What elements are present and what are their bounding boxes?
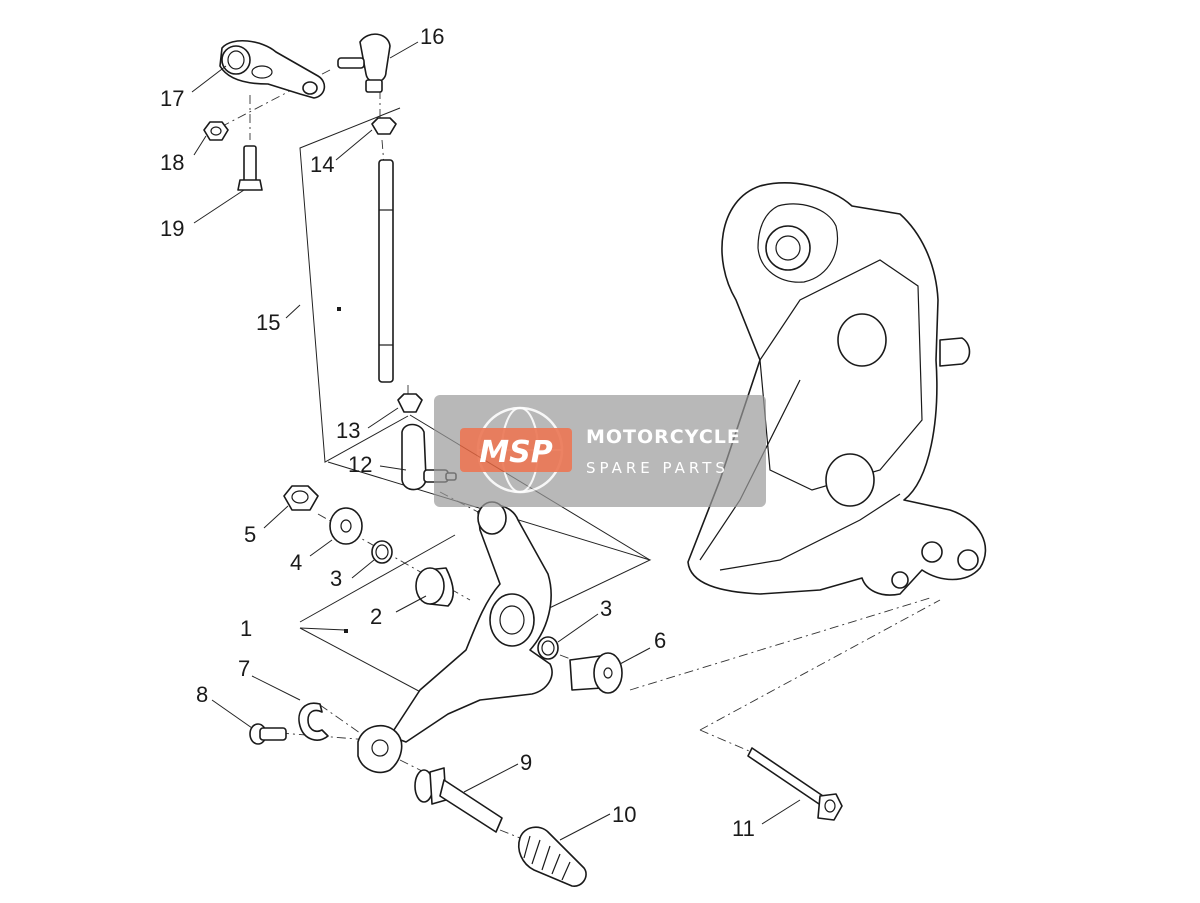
- part-16-ball-joint: [337, 33, 391, 93]
- callout-6: 6: [654, 628, 666, 653]
- part-4-washer: [329, 507, 363, 545]
- part-11-long-bolt: [747, 747, 843, 821]
- callout-13: 13: [336, 418, 360, 443]
- part-5-nut: [283, 485, 319, 511]
- part-3-circlip-lower: [537, 636, 559, 660]
- callout-9: 9: [520, 750, 532, 775]
- callout-2: 2: [370, 604, 382, 629]
- part-13-nut: [397, 393, 423, 413]
- footrest-bracket: [687, 182, 987, 596]
- callout-18: 18: [160, 150, 184, 175]
- part-1-gear-lever: [357, 501, 553, 774]
- callout-8: 8: [196, 682, 208, 707]
- watermark: [434, 395, 766, 507]
- callout-16: 16: [420, 24, 444, 49]
- leader-lines: [191, 41, 801, 841]
- callout-14: 14: [310, 152, 334, 177]
- part-17-rod-lever: [219, 39, 326, 99]
- part-7-e-clip: [298, 702, 329, 741]
- watermark-line2: SPARE PARTS: [586, 459, 729, 477]
- callout-19: 19: [160, 216, 184, 241]
- part-19-bolt: [237, 145, 263, 191]
- part-2-bushing: [415, 567, 454, 607]
- part-18-nut: [203, 121, 229, 141]
- callout-1: 1: [240, 616, 252, 641]
- watermark-logo: MSP: [479, 435, 552, 470]
- callout-11: 11: [732, 816, 755, 841]
- callout-labels: 16 17 18 19 14 15 13 12 5 4 3 2 3 1 6 7 …: [160, 24, 755, 841]
- callout-3-lower: 3: [600, 596, 612, 621]
- part-10-rubber-footpeg: [518, 826, 587, 887]
- callout-15: 15: [256, 310, 280, 335]
- part-9-footpeg-pin: [414, 767, 503, 833]
- callout-17: 17: [160, 86, 184, 111]
- marker-dot-lower: [344, 629, 348, 633]
- callout-12: 12: [348, 452, 372, 477]
- callout-5: 5: [244, 522, 256, 547]
- part-8-pin: [249, 723, 287, 745]
- callout-10: 10: [612, 802, 636, 827]
- marker-dot-upper: [337, 307, 341, 311]
- watermark-line1: MOTORCYCLE: [586, 426, 741, 448]
- part-3-circlip-upper: [371, 540, 393, 564]
- part-14-nut: [371, 117, 397, 135]
- part-6-pivot-pin: [569, 652, 623, 694]
- callout-3-upper: 3: [330, 566, 342, 591]
- callout-7: 7: [238, 656, 250, 681]
- part-15-rod: [378, 159, 394, 383]
- callout-4: 4: [290, 550, 302, 575]
